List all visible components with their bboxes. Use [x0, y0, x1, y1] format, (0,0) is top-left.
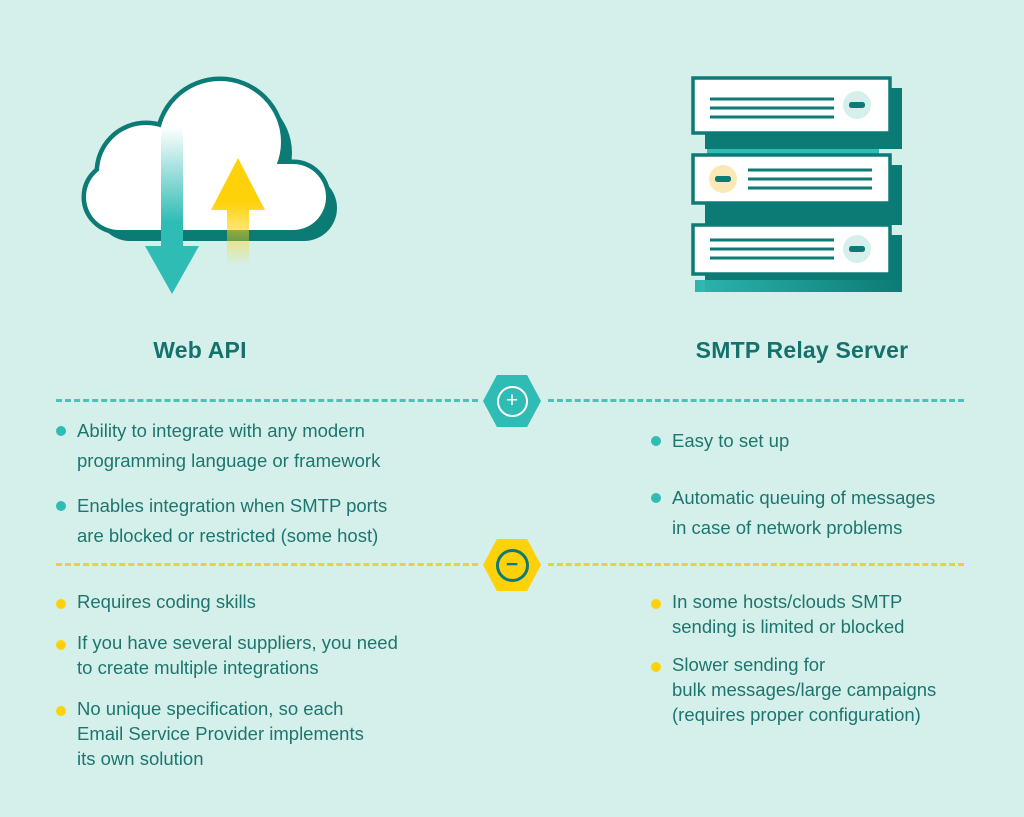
bullet-icon: [56, 706, 66, 716]
bullet-icon: [56, 640, 66, 650]
pro-text: Enables integration when SMTP ports are …: [77, 495, 388, 546]
bullet-icon: [651, 662, 661, 672]
pros-divider-left-segment: [56, 399, 478, 402]
cloud-upload-download-icon: [68, 72, 348, 317]
upload-arrow-icon: [211, 158, 265, 263]
web-api-cons-list: Requires coding skills If you have sever…: [56, 589, 516, 787]
server-led-icons: [709, 91, 871, 263]
plus-icon: +: [496, 385, 528, 417]
web-api-title: Web API: [153, 337, 247, 363]
pro-text: Ability to integrate with any modern pro…: [77, 420, 381, 471]
minus-icon: −: [495, 548, 529, 582]
list-item: Automatic queuing of messages in case of…: [651, 483, 1011, 543]
list-item: No unique specification, so each Email S…: [56, 696, 516, 771]
list-item: In some hosts/clouds SMTP sending is lim…: [651, 589, 1011, 639]
list-item: If you have several suppliers, you need …: [56, 630, 516, 680]
bullet-icon: [651, 493, 661, 503]
bullet-icon: [651, 436, 661, 446]
list-item: Requires coding skills: [56, 589, 516, 614]
con-text: Requires coding skills: [77, 591, 256, 612]
plus-hexagon-icon: +: [483, 375, 541, 427]
list-item: Ability to integrate with any modern pro…: [56, 416, 516, 476]
bullet-icon: [651, 599, 661, 609]
smtp-relay-title: SMTP Relay Server: [695, 337, 909, 363]
con-text: If you have several suppliers, you need …: [77, 632, 398, 678]
con-text: Slower sending for bulk messages/large c…: [672, 654, 937, 725]
smtp-cons-list: In some hosts/clouds SMTP sending is lim…: [651, 589, 1011, 740]
bullet-icon: [56, 599, 66, 609]
con-text: In some hosts/clouds SMTP sending is lim…: [672, 591, 905, 637]
pros-divider-right-segment: [548, 399, 964, 402]
cons-divider-left-segment: [56, 563, 478, 566]
pro-text: Easy to set up: [672, 430, 790, 451]
cons-divider-right-segment: [548, 563, 964, 566]
list-item: Slower sending for bulk messages/large c…: [651, 652, 1011, 727]
bullet-icon: [56, 426, 66, 436]
smtp-pros-list: Easy to set up Automatic queuing of mess…: [651, 426, 1011, 570]
list-item: Easy to set up: [651, 426, 1011, 456]
minus-hexagon-icon: −: [483, 539, 541, 591]
web-api-pros-list: Ability to integrate with any modern pro…: [56, 416, 516, 566]
server-stack-icon: [682, 72, 917, 307]
con-text: No unique specification, so each Email S…: [77, 698, 364, 769]
bullet-icon: [56, 501, 66, 511]
download-arrow-icon: [145, 127, 199, 294]
list-item: Enables integration when SMTP ports are …: [56, 491, 516, 551]
pro-text: Automatic queuing of messages in case of…: [672, 487, 936, 538]
